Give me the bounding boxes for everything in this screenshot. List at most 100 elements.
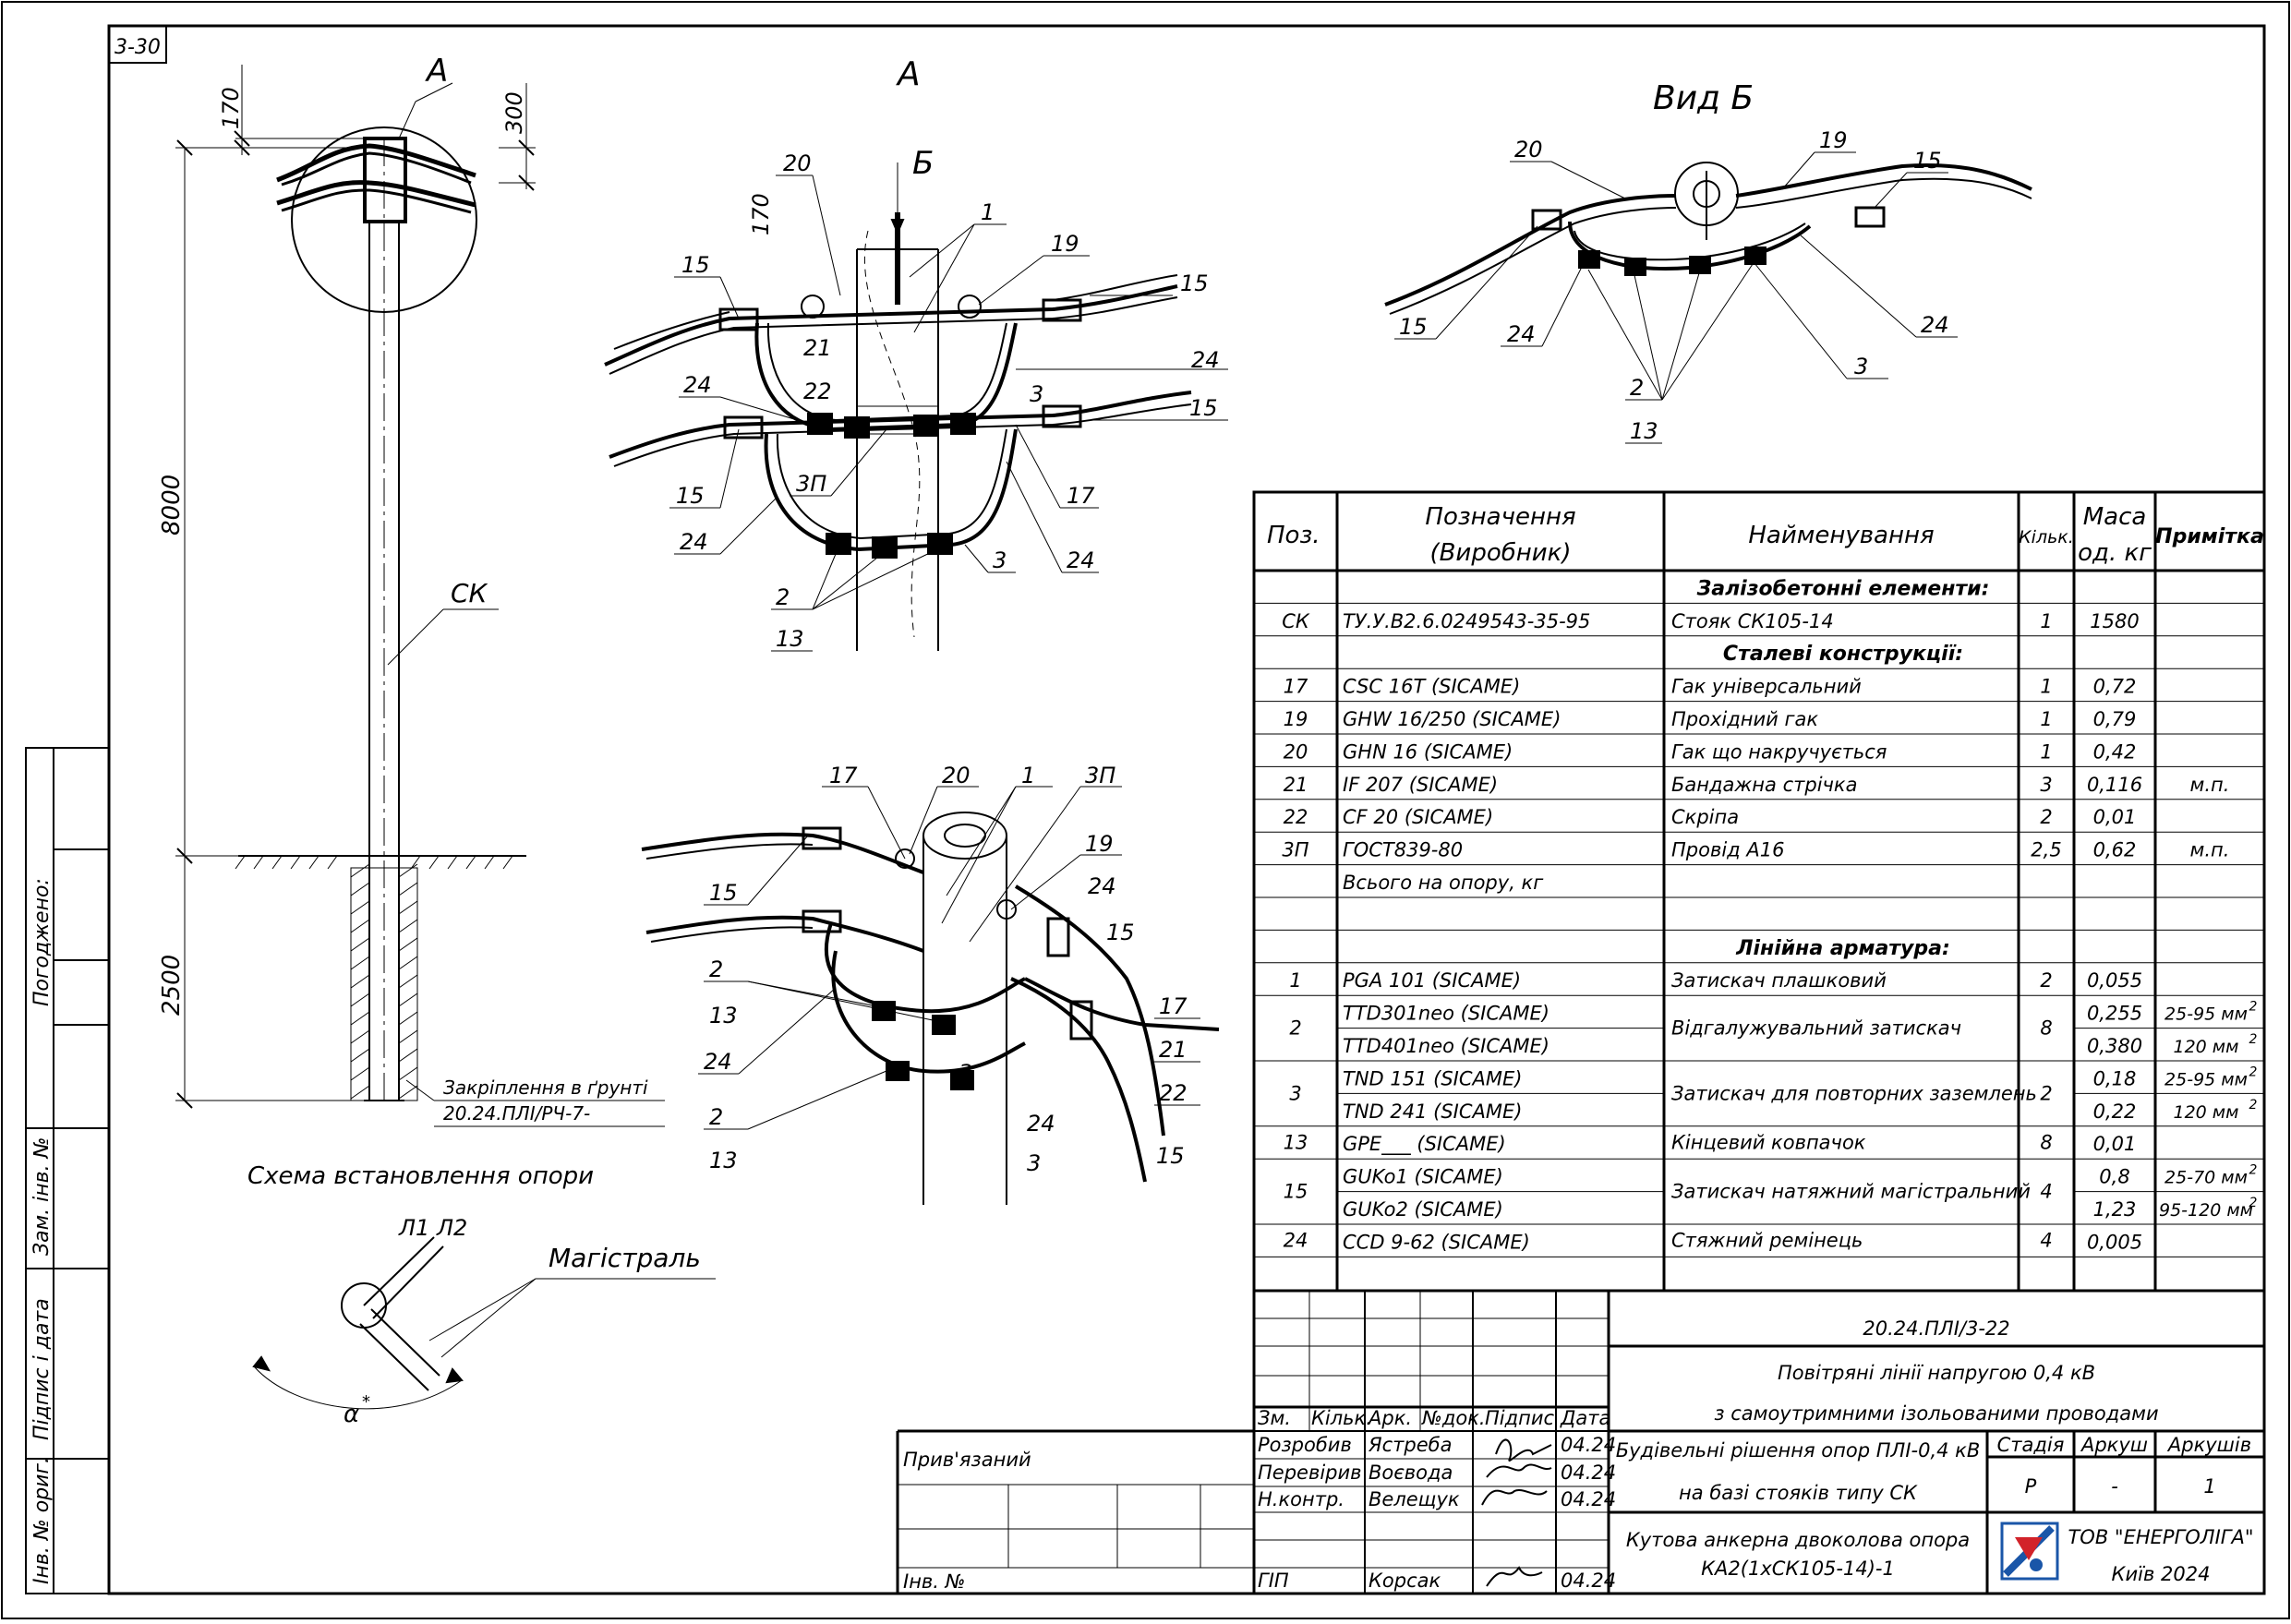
svg-text:19: 19 [1051,231,1079,257]
role-4: ГІП [1258,1570,1289,1592]
callouts-view-a: 20 170 1 19 15 15 24 21 22 3 24 15 15 3П… [676,150,1220,652]
th-qty: Кільк. [2019,527,2074,547]
spec-mnote-3-0: 25-70 мм [2164,1168,2248,1188]
spec-qty-4: 1 [2040,708,2052,730]
spec-mqty-3: 4 [2040,1181,2052,1203]
dim-170: 170 [218,87,244,129]
spec-mass-1: 1580 [2090,610,2139,632]
svg-text:22: 22 [1159,1080,1188,1106]
svg-text:3: 3 [1030,381,1043,407]
iso-view [641,812,1220,1205]
svg-text:24: 24 [1921,312,1949,338]
svg-text:170: 170 [748,193,774,235]
svg-text:24: 24 [1067,547,1095,573]
th-note: Примітка [2155,525,2264,548]
spec-mname-0: Відгалужувальний затискач [1671,1017,1961,1040]
sheet-code-box: 3-30 [108,25,167,64]
svg-text:15: 15 [1913,148,1942,174]
spec-mmass-4-0: 0,005 [2087,1231,2142,1253]
dim-8000: 8000 [158,475,186,535]
spec-msup-0-1: 2 [2249,1032,2258,1047]
role-1-name: Ястреба [1368,1434,1452,1456]
svg-text:15: 15 [681,252,710,278]
inner-frame [107,24,2266,1595]
col-ndok: №док. [1421,1407,1486,1429]
spec-msup-3-1: 2 [2249,1196,2258,1210]
stamp-zam-inv: Зам. інв. № [30,1137,54,1257]
view-a-title: А [896,55,921,93]
spec-pos-8: 3П [1282,839,1308,861]
spec-pos-5: 20 [1284,740,1308,763]
city-year: Київ 2024 [2112,1563,2211,1585]
spec-mnote-0-1: 120 мм [2174,1037,2239,1057]
spec-msup-1-0: 2 [2249,1065,2258,1079]
svg-text:15: 15 [1399,314,1428,340]
spec-des-8: ГОСТ839-80 [1343,839,1463,861]
svg-text:15: 15 [709,880,738,906]
svg-text:3: 3 [1854,354,1868,379]
spec-pos-1: СК [1282,610,1310,632]
role-3-name: Велещук [1369,1488,1460,1510]
svg-text:24: 24 [1191,347,1220,373]
svg-text:20: 20 [942,763,971,788]
spec-mmass-1-1: 0,22 [2093,1101,2137,1123]
fixing-label: Закріплення в ґрунті [443,1077,648,1099]
view-b [1384,162,2032,315]
fixing-ref: 20.24.ПЛІ/РЧ-7- [443,1102,590,1125]
spec-des-9: Всього на опору, кг [1343,872,1544,894]
svg-text:13: 13 [709,1148,738,1173]
svg-text:20: 20 [1514,137,1543,162]
spec-mpos-2: 13 [1284,1132,1308,1154]
th-mass-2: од. кг [2078,539,2152,567]
svg-text:17: 17 [1159,993,1188,1019]
spec-mass-8: 0,62 [2093,839,2137,861]
spec-qty-6: 3 [2040,774,2052,796]
company-logo [2000,1522,2059,1581]
spec-mqty-4: 4 [2040,1230,2052,1252]
spec-mnote-3-1: 95-120 мм [2159,1200,2253,1221]
title-block: 20.24.ПЛІ/3-22 Повітряні лінії напругою … [896,1289,2266,1595]
spec-mnote-1-1: 120 мм [2174,1102,2239,1123]
stamp-pidpys-data: Підпис і дата [30,1298,54,1440]
leaders-view-b [1394,151,1958,444]
leaders-view-a [669,174,1228,652]
spec-msup-1-1: 2 [2249,1098,2258,1113]
svg-text:2: 2 [776,584,790,610]
svg-text:22: 22 [803,379,832,404]
side-stamp [25,747,110,1594]
spec-note-8: м.п. [2190,839,2230,861]
spec-des-6: IF 207 (SICAME) [1343,774,1498,796]
doc-number: 20.24.ПЛІ/3-22 [1863,1317,2009,1340]
svg-text:15: 15 [676,483,705,509]
spec-name-7: Скріпа [1671,806,1739,828]
th-name: Найменування [1748,522,1934,549]
svg-text:24: 24 [680,529,708,555]
svg-text:20: 20 [783,150,812,176]
spec-des-1: ТУ.У.В2.6.0249543-35-95 [1343,610,1590,632]
role-1: Розробив [1258,1434,1352,1456]
spec-mmass-0-0: 0,255 [2087,1003,2142,1025]
view-a-b: Б [912,145,934,182]
spec-mass-12: 0,055 [2087,969,2142,992]
svg-text:15: 15 [1180,271,1209,296]
sheet-code: 3-30 [115,36,161,59]
col-zm: Зм. [1258,1407,1291,1429]
spec-des-7: CF 20 (SICAME) [1343,806,1493,828]
spec-section-0: Залізобетонні елементи: [1696,577,1990,600]
spec-mdes-0-1: TTD401neo (SICAME) [1343,1035,1549,1057]
svg-text:24: 24 [683,372,712,398]
svg-text:13: 13 [709,1003,738,1029]
spec-pos-4: 19 [1284,708,1308,730]
spec-rows: Залізобетонні елементи: СК ТУ.У.В2.6.02495… [1282,577,2257,1253]
svg-text:2: 2 [709,1104,723,1130]
svg-text:21: 21 [1159,1037,1188,1063]
spec-mname-3: Затискач натяжний магістральний [1671,1181,2031,1203]
role-3-date: 04.24 [1561,1488,1616,1510]
spec-name-12: Затискач плашковий [1671,969,1887,992]
svg-text:2: 2 [1630,375,1644,401]
inv-no: Інв. № [903,1570,966,1593]
pole-label-sk: СК [451,578,488,608]
role-3: Н.контр. [1258,1488,1344,1510]
svg-text:24: 24 [1027,1111,1055,1137]
